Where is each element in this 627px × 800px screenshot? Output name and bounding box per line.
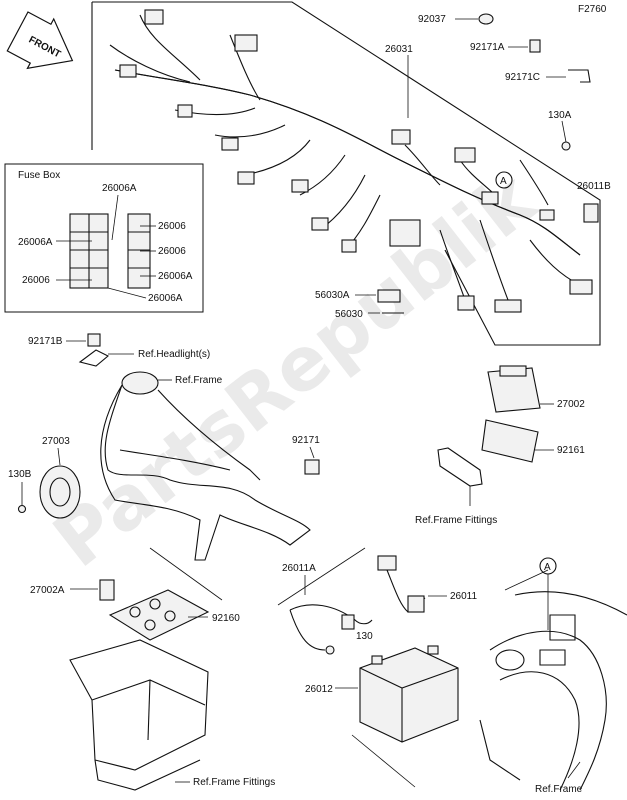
label-92171B: 92171B (28, 336, 63, 347)
ref-frame-fittings-2: Ref.Frame Fittings (193, 777, 275, 788)
cable-26011A (289, 604, 373, 651)
label-26011: 26011 (450, 591, 478, 602)
bolt-130A (561, 141, 571, 151)
fuse-label-7: 26006A (148, 293, 183, 304)
fuse-box-title: Fuse Box (18, 170, 60, 181)
label-26011A: 26011A (282, 563, 316, 574)
fuse-label-1: 26006A (102, 183, 137, 194)
battery-26012 (359, 647, 459, 743)
headlight-bracket: 92171B Ref.Headlight(s) (28, 333, 210, 367)
label-26031: 26031 (385, 44, 413, 55)
label-92161: 92161 (557, 445, 585, 456)
callout-a: A (500, 176, 507, 187)
label-130B: 130B (8, 469, 32, 480)
clamp-92171A (529, 39, 541, 53)
frame-horn-assembly: Ref.Frame 27003 130B 92171 (8, 371, 320, 561)
label-26012: 26012 (305, 684, 333, 695)
callout-a-circle (495, 171, 513, 189)
battery-assembly: 26011A 130 26011 26012 (277, 547, 478, 788)
ref-frame: Ref.Frame (175, 375, 223, 386)
fuse-box-inset: Fuse Box 26006A 26006A 26006 26006 26006… (4, 163, 204, 313)
fuse-label-3: 26006 (22, 275, 50, 286)
callout-a-2: A (544, 562, 551, 573)
label-27003: 27003 (42, 436, 70, 447)
label-27002: 27002 (557, 399, 585, 410)
fuse-label-6: 26006A (158, 271, 193, 282)
ecu-assembly: 27002 92161 Ref.Frame Fittings (415, 365, 585, 526)
ecu-92161 (481, 419, 539, 463)
ref-frame-2: Ref.Frame (535, 784, 583, 795)
label-56030A: 56030A (315, 290, 350, 301)
label-27002A: 27002A (30, 585, 65, 596)
label-56030: 56030 (335, 309, 363, 320)
fuse-label-5: 26006 (158, 246, 186, 257)
front-arrow-icon: FRONT (6, 11, 74, 70)
ref-headlight: Ref.Headlight(s) (138, 349, 210, 360)
battery-box-assembly: 27002A 92160 Ref.Frame Fittings (30, 547, 275, 791)
battery-pad-92160 (108, 589, 210, 641)
label-92171A: 92171A (470, 42, 505, 53)
diagram-code: F2760 (578, 4, 607, 15)
horn (39, 465, 81, 519)
clip-92037 (478, 13, 494, 25)
ref-frame-fittings-1: Ref.Frame Fittings (415, 515, 497, 526)
label-26011B: 26011B (577, 181, 611, 192)
battery-case (69, 639, 209, 771)
fuse-label-4: 26006 (158, 221, 186, 232)
label-92171: 92171 (292, 435, 320, 446)
label-92037: 92037 (418, 14, 446, 25)
harness-panel (91, 1, 601, 346)
label-130A: 130A (548, 110, 572, 121)
label-92171C: 92171C (505, 72, 540, 83)
harness-callouts: 92037 26031 92171A 92171C 130A A 26011B … (315, 13, 611, 320)
fuse-label-2: 26006A (18, 237, 53, 248)
clamp-92171C (568, 69, 591, 83)
main-wiring-harness (109, 9, 593, 314)
label-92160: 92160 (212, 613, 240, 624)
label-130: 130 (356, 631, 373, 642)
connector-26011B (583, 203, 599, 223)
frame-detail-a: A Ref.Frame (479, 557, 627, 795)
